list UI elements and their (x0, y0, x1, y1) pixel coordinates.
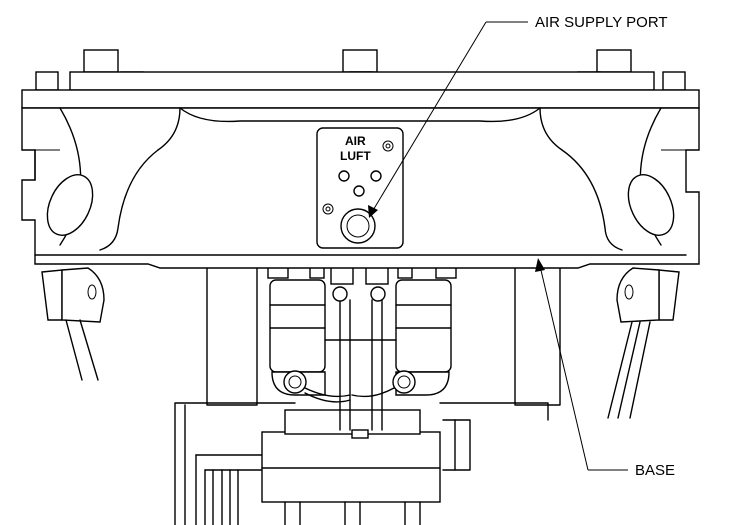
lower-mechanism (174, 254, 561, 525)
right-clevis (607, 267, 680, 419)
port-plate: AIR LUFT (316, 127, 404, 249)
air-supply-port-label: AIR SUPPLY PORT (535, 14, 668, 31)
callout-air-supply-port: AIR SUPPLY PORT (368, 14, 668, 218)
left-clevis (41, 267, 105, 381)
plate-text-luft: LUFT (340, 149, 371, 163)
plate-text-air: AIR (345, 134, 366, 148)
top-plate (21, 49, 700, 109)
base-label: BASE (635, 462, 675, 479)
callout-base: BASE (535, 258, 675, 479)
